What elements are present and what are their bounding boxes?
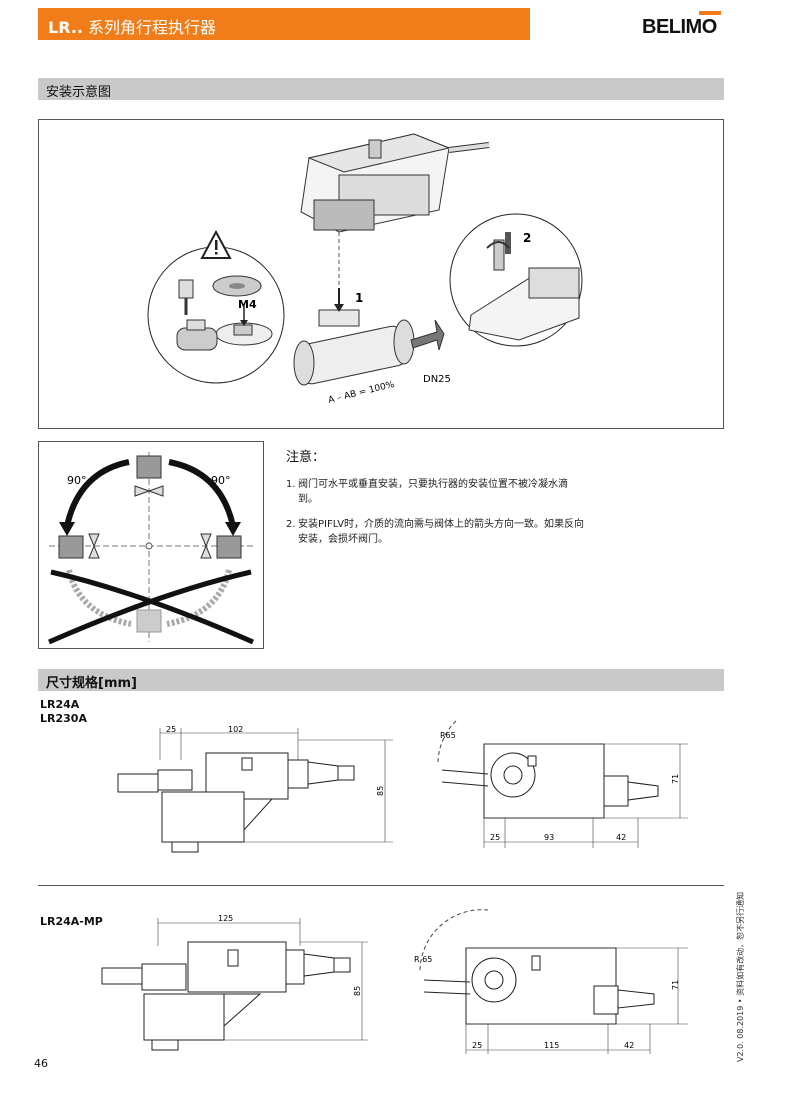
logo-mark	[699, 11, 721, 15]
note-item: 1. 阀门可水平或垂直安装，只要执行器的安装位置不被冷凝水滴到。	[286, 477, 586, 507]
angle-left-label: 90°	[67, 474, 87, 487]
note-text: 阀门可水平或垂直安装，只要执行器的安装位置不被冷凝水滴到。	[298, 479, 568, 505]
dim-label: 42	[624, 1041, 634, 1050]
title-rest: 系列角行程执行器	[82, 18, 217, 37]
page-number: 46	[34, 1057, 48, 1070]
dim-label: 71	[671, 980, 680, 990]
dim-label: R65	[440, 731, 456, 740]
bolt-label: M4	[238, 298, 257, 311]
dim-label: 42	[616, 833, 626, 842]
dim-label: R 65	[414, 955, 432, 964]
dim-label: 85	[376, 786, 385, 796]
dim-label: 85	[353, 986, 362, 996]
side-view	[117, 728, 393, 853]
step-2-label: 2	[523, 231, 531, 245]
installation-diagram: 1 2 M4 DN25 A – AB = 100%	[38, 119, 724, 429]
valve	[293, 288, 445, 386]
dimension-drawing-lr24a: 25 102 85 R65 25 93 42 71	[117, 720, 688, 853]
dim-label: 25	[472, 1041, 482, 1050]
section-dimensions: 尺寸规格[mm]	[38, 669, 724, 691]
model-name: LR24A	[40, 698, 80, 711]
flow-label: A – AB = 100%	[327, 380, 396, 406]
note-number: 2.	[286, 519, 296, 530]
dim-label: 115	[544, 1041, 559, 1050]
dim-label: 25	[490, 833, 500, 842]
dim-label: 71	[671, 774, 680, 784]
dimension-drawing-lr24a-mp: 125 85 R 65 25 115 42 71	[101, 909, 688, 1054]
valve-size-label: DN25	[423, 374, 451, 385]
belimo-logo: BELIMO	[642, 10, 728, 40]
note-item: 2. 安装PIFLV时，介质的流向需与阀体上的箭头方向一致。如果反向安装，会损坏…	[286, 517, 586, 547]
model-name: LR24A-MP	[40, 915, 103, 928]
side-view	[101, 918, 368, 1051]
top-view	[419, 909, 688, 1054]
top-view	[437, 720, 688, 848]
notes-title: 注意：	[286, 450, 326, 465]
orientation-illustration: 90° 90°	[47, 452, 255, 645]
actuator-top	[300, 133, 490, 295]
angle-right-label: 90°	[211, 474, 231, 487]
dim-label: 93	[544, 833, 554, 842]
dim-label: 25	[166, 725, 176, 734]
dim-label: 102	[228, 725, 243, 734]
divider	[38, 885, 724, 886]
detail-circle-left	[147, 229, 285, 384]
note-text: 安装PIFLV时，介质的流向需与阀体上的箭头方向一致。如果反向安装，会损坏阀门。	[298, 519, 585, 545]
title-prefix: LR..	[48, 18, 83, 37]
brand-name: BELIMO	[642, 16, 717, 38]
page-title: LR.. 系列角行程执行器	[48, 14, 216, 38]
notes-block: 注意： 1. 阀门可水平或垂直安装，只要执行器的安装位置不被冷凝水滴到。 2. …	[286, 446, 586, 557]
dim-label: 125	[218, 914, 233, 923]
version-note: V2.0. 08.2019 • 资料如有改动，恕不另行通知	[736, 891, 745, 1062]
title-bar: LR.. 系列角行程执行器	[38, 8, 530, 40]
step-1-label: 1	[355, 291, 363, 305]
installation-illustration: 1 2 M4 DN25 A – AB = 100%	[147, 133, 583, 406]
model-name: LR230A	[40, 712, 87, 725]
section-dimensions-title: 尺寸规格[mm]	[46, 676, 137, 691]
section-installation-title: 安装示意图	[46, 85, 112, 100]
section-installation: 安装示意图	[38, 78, 724, 100]
note-number: 1.	[286, 479, 296, 490]
detail-circle-right	[449, 213, 583, 347]
orientation-diagram: 90° 90°	[38, 441, 264, 649]
